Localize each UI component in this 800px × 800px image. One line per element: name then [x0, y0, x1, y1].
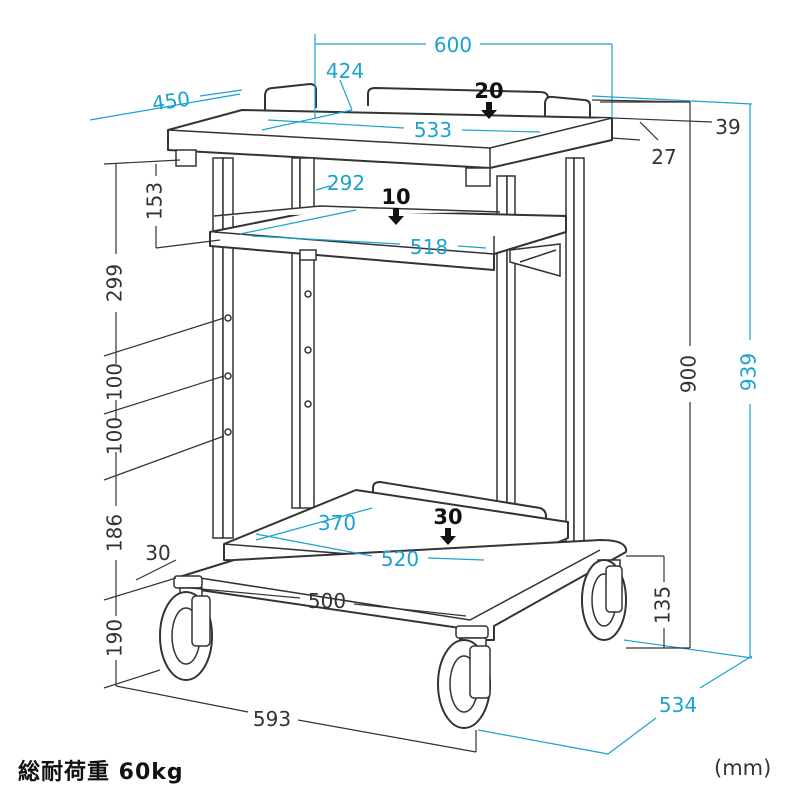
- top-frame-left: [175, 149, 197, 167]
- label-keyboard-width: 518: [410, 235, 448, 259]
- label-top-width: 600: [434, 33, 472, 57]
- blue-labels: 600 450 424 533 292 518 370 520 939 534: [150, 33, 760, 717]
- label-base-width: 593: [253, 707, 291, 731]
- label-hole-pitch-2: 100: [103, 417, 127, 455]
- label-top-thickness: 27: [651, 145, 676, 169]
- label-height-to-top: 900: [677, 355, 701, 393]
- label-bottom-lip: 30: [145, 541, 170, 565]
- caster-right: [581, 559, 627, 641]
- top-back-rail: [367, 87, 549, 112]
- load-labels: 20 10 30: [381, 79, 503, 529]
- blue-dimension-lines: [89, 34, 753, 755]
- top-left-rail: [264, 83, 317, 118]
- label-top-load: 20: [474, 79, 503, 103]
- load-arrows: [388, 102, 497, 545]
- label-keyboard-depth: 292: [327, 171, 365, 195]
- bottom-load-arrow-icon: [440, 528, 456, 545]
- label-bottom-depth: 370: [318, 511, 356, 535]
- caster-left: [159, 575, 213, 681]
- label-keyboard-to-hole: 299: [103, 264, 127, 302]
- cart-body: [159, 83, 628, 729]
- label-top-inner-depth: 424: [326, 59, 364, 83]
- label-top-inner-width: 533: [414, 118, 452, 142]
- label-base-depth: 534: [659, 693, 697, 717]
- load-capacity-caption: 総耐荷重 60kg: [18, 760, 184, 785]
- top-frame-right: [465, 167, 491, 187]
- label-caster-span: 500: [308, 589, 346, 613]
- dark-dimension-lines: [103, 99, 713, 753]
- unit-caption: (mm): [714, 756, 772, 780]
- label-top-to-keyboard: 153: [143, 182, 167, 220]
- label-keyboard-load: 10: [381, 185, 410, 209]
- label-hole-pitch-1: 100: [103, 363, 127, 401]
- label-top-depth: 450: [150, 87, 191, 116]
- label-hole-to-bottom: 186: [103, 514, 127, 552]
- label-rail-height: 39: [715, 115, 740, 139]
- label-bottom-load: 30: [433, 505, 462, 529]
- label-bottom-shelf-height: 190: [103, 619, 127, 657]
- post-holes: [224, 290, 312, 436]
- top-load-arrow-icon: [481, 102, 497, 119]
- label-base-height: 135: [651, 586, 675, 624]
- label-total-height: 939: [737, 353, 761, 391]
- label-bottom-width: 520: [381, 547, 419, 571]
- caster-front: [437, 625, 491, 729]
- dark-labels: 39 27 153 299 100 100 186 30 190 900 135…: [103, 115, 741, 731]
- keyboard-load-arrow-icon: [388, 208, 404, 225]
